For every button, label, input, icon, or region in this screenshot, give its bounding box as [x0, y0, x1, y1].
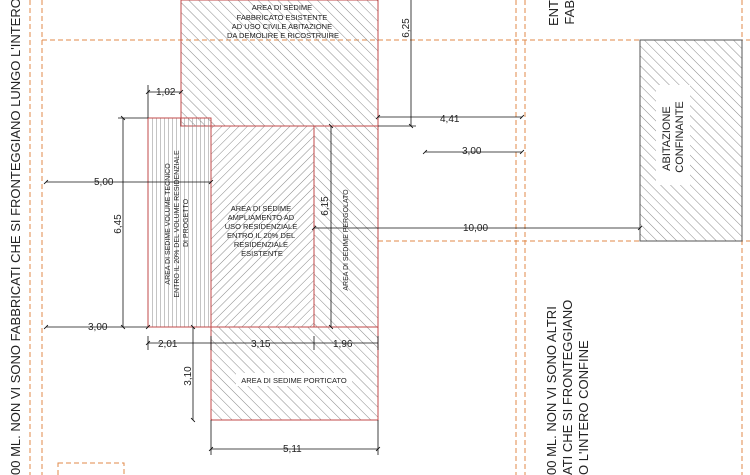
technical-volume-line-2: ENTRO IL 20% DEL VOLUME RESIDENZIALE	[174, 150, 181, 298]
neighbour-line-2: CONFINANTE	[674, 101, 686, 173]
dim-2-01: 2,01	[158, 339, 178, 350]
existing-building-line-1: AREA DI SEDIME	[252, 3, 312, 12]
dim-1-96: 1,96	[333, 339, 353, 350]
dimension-labels: 1,02 6,25 4,41 3,00 5,00 6,45 6,15 10,00…	[88, 18, 488, 455]
existing-building-area: AREA DI SEDIME FABBRICATO ESISTENTE AD U…	[180, 0, 379, 127]
svg-text:ABITAZIONE CONFINANTE: ABITAZIONE CONFINANTE	[661, 101, 686, 173]
top-right-note-line-2: FAB	[562, 0, 577, 25]
svg-text:AREA DI SEDIME AMPLIAMEN: AREA DI SEDIME AMPLIAMENTO AD USO RESIDE…	[225, 204, 300, 258]
left-boundary-note: 00 ML. NON VI SONO FABBRICATI CHE SI FRO…	[8, 0, 23, 475]
neighbour-house-area: ABITAZIONE CONFINANTE	[639, 39, 743, 242]
existing-building-line-3: AD USO CIVILE ABITAZIONE	[232, 22, 332, 31]
extension-line-6: ESISTENTE	[241, 249, 283, 258]
right-note-line-2: ATI CHE SI FRONTEGGIANO	[560, 300, 575, 475]
dimension-lines	[43, 0, 643, 455]
neighbour-line-1: ABITAZIONE	[661, 106, 673, 171]
extension-line-5: RESIDENZIALE	[234, 240, 288, 249]
technical-volume-area: AREA DI SEDIME VOLUME TECNICO ENTRO IL 2…	[147, 117, 212, 328]
dim-6-25: 6,25	[401, 18, 412, 38]
porch-label: AREA DI SEDIME PORTICATO	[241, 376, 347, 385]
technical-volume-line-3: DI PROGETTO	[183, 198, 190, 247]
extension-line-3: USO RESIDENZIALE	[225, 222, 298, 231]
dim-5-00: 5,00	[94, 177, 114, 188]
right-boundary-note: 00 ML. NON VI SONO ALTRI ATI CHE SI FRON…	[544, 300, 591, 475]
svg-text:AREA DI SEDIME FABBRICAT: AREA DI SEDIME FABBRICATO ESISTENTE AD U…	[227, 3, 339, 40]
dim-6-45: 6,45	[113, 214, 124, 234]
dim-3-15: 3,15	[251, 339, 271, 350]
svg-text:AREA DI SEDIME VOLUME TECNICO: AREA DI SEDIME VOLUME TECNICO ENTRO IL 2…	[165, 148, 190, 297]
dim-4-41: 4,41	[440, 114, 460, 125]
top-right-note: ENT FAB	[546, 0, 577, 26]
pergola-area: AREA DI SEDIME PERGOLATO	[313, 125, 379, 328]
porch-area: AREA DI SEDIME PORTICATO	[210, 326, 379, 421]
property-boundaries	[29, 0, 750, 475]
dim-6-15: 6,15	[320, 196, 331, 216]
dim-3-10: 3,10	[183, 366, 194, 386]
dim-3-00-left: 3,00	[88, 322, 108, 333]
right-note-line-3: O L'INTERO CONFINE	[576, 340, 591, 475]
dim-5-11: 5,11	[283, 444, 302, 455]
extension-line-1: AREA DI SEDIME	[231, 204, 291, 213]
extension-line-4: ENTRO IL 20% DEL	[227, 231, 295, 240]
residential-extension-area: AREA DI SEDIME AMPLIAMENTO AD USO RESIDE…	[210, 125, 315, 328]
existing-building-line-4: DA DEMOLIRE E RICOSTRUIRE	[227, 31, 339, 40]
dim-10-00: 10,00	[463, 223, 488, 234]
extension-line-2: AMPLIAMENTO AD	[228, 213, 295, 222]
right-note-line-1: 00 ML. NON VI SONO ALTRI	[544, 306, 559, 475]
pergola-label: AREA DI SEDIME PERGOLATO	[343, 189, 350, 291]
dim-1-02: 1,02	[156, 87, 176, 98]
technical-volume-line-1: AREA DI SEDIME VOLUME TECNICO	[165, 163, 172, 285]
top-right-note-line-1: ENT	[546, 0, 561, 26]
dim-3-00-top: 3,00	[462, 146, 482, 157]
bottom-left-dashed-box	[57, 462, 125, 475]
existing-building-line-2: FABBRICATO ESISTENTE	[237, 13, 328, 22]
